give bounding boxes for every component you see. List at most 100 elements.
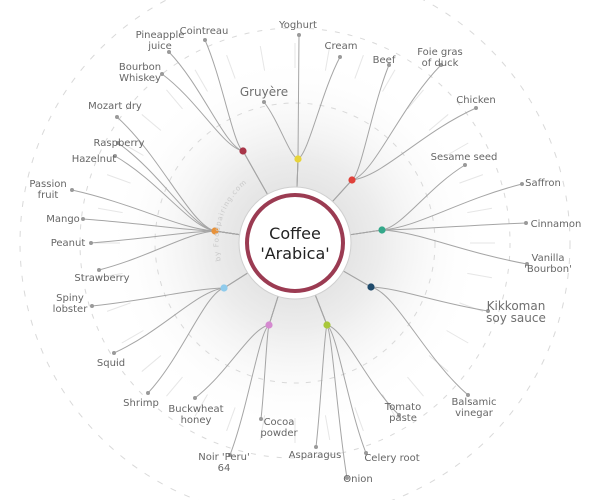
category-node[interactable]: [323, 321, 331, 329]
ingredient-label[interactable]: Cream: [325, 41, 358, 52]
ingredient-label[interactable]: Noir 'Peru'64: [198, 452, 249, 474]
ingredient-endpoint: [262, 100, 266, 104]
ingredient-label-line: Bourbon: [119, 62, 161, 73]
category-node[interactable]: [211, 227, 219, 235]
guide-tick: [382, 69, 396, 92]
ingredient-label-line: Vanilla: [532, 253, 565, 264]
ingredient-label-line: juice: [147, 41, 172, 52]
ingredient-endpoint: [228, 453, 232, 457]
category-node[interactable]: [367, 283, 375, 291]
category-node[interactable]: [294, 155, 302, 163]
ingredient-label[interactable]: Chicken: [456, 95, 496, 106]
ingredient-label[interactable]: Yoghurt: [278, 20, 317, 31]
guide-tick: [97, 272, 123, 279]
pairing-connector: [329, 64, 442, 205]
ingredient-label[interactable]: Asparagus: [289, 450, 342, 461]
ingredient-endpoint: [466, 393, 470, 397]
guide-tick: [121, 142, 144, 156]
guide-tick: [259, 45, 266, 71]
category-node[interactable]: [348, 176, 356, 184]
ingredient-label[interactable]: Cinnamon: [531, 219, 582, 230]
ingredient-endpoint: [115, 115, 119, 119]
ingredient-label-line: Tomato: [384, 402, 421, 413]
ingredient-label[interactable]: Raspberry: [94, 138, 145, 149]
ingredient-label[interactable]: Mozart dry: [88, 101, 142, 112]
guide-tick: [226, 407, 236, 432]
center-ring: [245, 193, 345, 293]
ingredient-label-line: 'Bourbon': [524, 264, 572, 275]
ingredient-label[interactable]: Cointreau: [180, 26, 229, 37]
ingredient-label-line: Cream: [325, 41, 358, 52]
guide-tick: [407, 376, 424, 397]
guide-ring: [154, 102, 436, 384]
guide-ring: [79, 27, 511, 459]
ingredient-label[interactable]: Saffron: [525, 178, 561, 189]
ingredient-label-line: soy sauce: [486, 311, 546, 325]
ingredient-endpoint: [167, 50, 171, 54]
category-node[interactable]: [239, 147, 247, 155]
ingredient-label[interactable]: Shrimp: [123, 398, 159, 409]
ingredient-label[interactable]: Gruyère: [240, 85, 288, 99]
ingredient-label-line: Mozart dry: [88, 101, 142, 112]
ingredient-label[interactable]: Mango: [46, 214, 80, 225]
ingredient-label-line: lobster: [53, 304, 89, 315]
ingredient-endpoint: [97, 268, 101, 272]
guide-ring: [19, 0, 571, 500]
center-title-line2: 'Arabica': [260, 244, 329, 263]
guide-tick: [324, 415, 331, 441]
ingredient-label-line: Balsamic: [451, 397, 496, 408]
ingredient-label[interactable]: Vanilla'Bourbon': [524, 253, 572, 275]
ingredient-endpoint: [520, 182, 524, 186]
ingredient-label[interactable]: Celery root: [364, 453, 419, 464]
category-node[interactable]: [220, 284, 228, 292]
ingredient-endpoint: [90, 304, 94, 308]
ingredient-label[interactable]: Beef: [373, 55, 396, 66]
ingredient-label[interactable]: Squid: [97, 358, 125, 369]
ingredient-endpoint: [193, 396, 197, 400]
category-node[interactable]: [378, 226, 386, 234]
ingredient-label-line: Onion: [343, 474, 372, 485]
guide-tick: [194, 394, 208, 417]
ingredient-label-line: Asparagus: [289, 450, 342, 461]
ingredient-label[interactable]: Peanut: [51, 238, 86, 249]
guide-tick: [467, 207, 493, 214]
guide-tick: [166, 376, 183, 397]
guide-tick: [226, 54, 236, 79]
category-node[interactable]: [265, 321, 273, 329]
ingredient-label[interactable]: Onion: [343, 474, 372, 485]
ingredient-label-line: vinegar: [455, 408, 494, 419]
ingredient-endpoint: [146, 391, 150, 395]
ingredient-label-line: Celery root: [364, 453, 419, 464]
guide-tick: [407, 89, 424, 110]
ingredient-label[interactable]: Hazelnut: [72, 154, 117, 165]
ingredient-endpoint: [314, 445, 318, 449]
guide-tick: [354, 54, 364, 79]
guide-tick: [446, 142, 469, 156]
guide-tick: [141, 355, 162, 372]
guide-tick: [106, 302, 131, 312]
ingredient-endpoint: [203, 38, 207, 42]
guide-tick: [106, 174, 131, 184]
ingredient-label-line: Foie gras: [417, 47, 462, 58]
pairing-connector: [116, 116, 244, 236]
ingredient-label[interactable]: Sesame seed: [431, 152, 498, 163]
ingredient-label-line: Yoghurt: [278, 20, 317, 31]
ingredient-label-line: Saffron: [525, 178, 561, 189]
ingredient-label-line: Squid: [97, 358, 125, 369]
ingredient-label-line: Pineapple: [136, 30, 185, 41]
ingredient-label-line: Cointreau: [180, 26, 229, 37]
guide-tick: [467, 272, 493, 279]
ingredient-label[interactable]: Strawberry: [74, 273, 129, 284]
